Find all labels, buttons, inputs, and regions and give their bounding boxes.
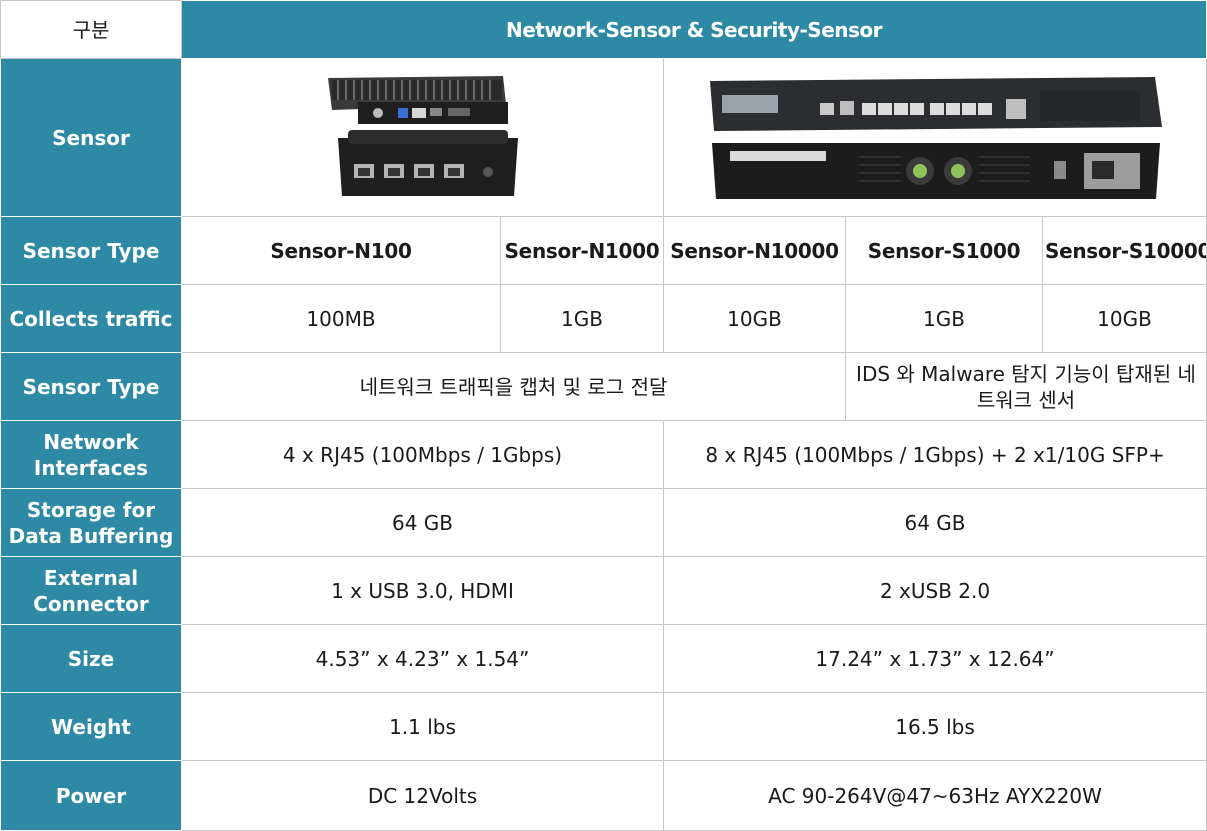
model-n1000: Sensor-N1000 [500,216,664,285]
row-label-storage: Storage for Data Buffering [0,488,182,557]
storage-row: Storage for Data Buffering 64 GB 64 GB [0,488,1207,557]
size-security: 17.24” x 1.73” x 12.64” [662,624,1207,693]
row-label-weight: Weight [0,692,182,761]
security-sensor-desc: IDS 와 Malware 탐지 기능이 탑재된 네트워크 센서 [844,352,1207,421]
power-security: AC 90-264V@47~63Hz AYX220W [662,760,1207,831]
rack-device-image-cell [662,58,1207,217]
small-device-image-cell [181,58,664,217]
header-row: 구분 Network-Sensor & Security-Sensor [0,0,1207,59]
model-n10000: Sensor-N10000 [663,216,846,285]
row-label-sensor-type-2: Sensor Type [0,352,182,421]
power-network: DC 12Volts [181,760,664,831]
network-sensor-desc: 네트워크 트래픽을 캡처 및 로그 전달 [181,352,846,421]
connector-network: 1 x USB 3.0, HDMI [181,556,664,625]
row-label-sensor: Sensor [0,58,182,217]
size-network: 4.53” x 4.23” x 1.54” [181,624,664,693]
sensor-image-row: Sensor [0,58,1207,217]
sensor-type-row: Sensor Type Sensor-N100 Sensor-N1000 Sen… [0,216,1207,285]
mini-pc-device-icon [327,75,518,196]
row-label-network-interfaces: Network Interfaces [0,420,182,489]
page-title: Network-Sensor & Security-Sensor [180,0,1207,59]
traffic-n100: 100MB [181,284,501,353]
size-row: Size 4.53” x 4.23” x 1.54” 17.24” x 1.73… [0,624,1207,693]
rackmount-appliance-icon [710,76,1162,199]
weight-security: 16.5 lbs [662,692,1207,761]
row-label-size: Size [0,624,182,693]
traffic-row: Collects traffic 100MB 1GB 10GB 1GB 10GB [0,284,1207,353]
traffic-n10000: 10GB [663,284,846,353]
corner-cell: 구분 [0,0,182,59]
interfaces-network: 4 x RJ45 (100Mbps / 1Gbps) [181,420,664,489]
traffic-s10000: 10GB [1041,284,1207,353]
connector-row: External Connector 1 x USB 3.0, HDMI 2 x… [0,556,1207,625]
row-label-sensor-type: Sensor Type [0,216,182,285]
traffic-n1000: 1GB [500,284,664,353]
sensor-type-desc-row: Sensor Type 네트워크 트래픽을 캡처 및 로그 전달 IDS 와 M… [0,352,1207,421]
row-label-power: Power [0,760,182,831]
power-row: Power DC 12Volts AC 90-264V@47~63Hz AYX2… [0,760,1207,831]
storage-security: 64 GB [662,488,1207,557]
row-label-collects-traffic: Collects traffic [0,284,182,353]
model-s10000: Sensor-S10000 [1041,216,1207,285]
model-n100: Sensor-N100 [181,216,501,285]
model-s1000: Sensor-S1000 [845,216,1043,285]
row-label-external-connector: External Connector [0,556,182,625]
connector-security: 2 xUSB 2.0 [662,556,1207,625]
weight-row: Weight 1.1 lbs 16.5 lbs [0,692,1207,761]
weight-network: 1.1 lbs [181,692,664,761]
storage-network: 64 GB [181,488,664,557]
traffic-s1000: 1GB [845,284,1043,353]
interfaces-security: 8 x RJ45 (100Mbps / 1Gbps) + 2 x1/10G SF… [662,420,1207,489]
interfaces-row: Network Interfaces 4 x RJ45 (100Mbps / 1… [0,420,1207,489]
